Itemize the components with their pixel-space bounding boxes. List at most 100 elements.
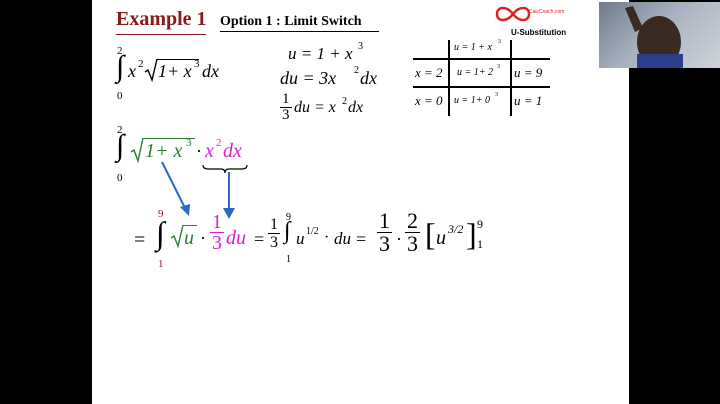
subst-line2a: du = 3x (280, 68, 337, 88)
integral2-mag-x: x (205, 140, 214, 162)
integral1-radical-icon (144, 58, 158, 82)
option-colon: : (276, 14, 281, 29)
result-radical-icon (170, 224, 184, 248)
result-sign: ∫ (156, 215, 165, 251)
option-name: Limit Switch (284, 14, 362, 29)
result-mag-fraction: 1 3 (210, 212, 224, 253)
integral1-x-exp: 2 (138, 58, 144, 70)
integral2-sign: ∫ (116, 129, 125, 162)
option-number: Option 1 (220, 14, 273, 29)
table-r2-right: u = 1 (514, 93, 543, 108)
subst-frac-den: 3 (282, 107, 290, 123)
subst-line2-exp: 2 (354, 65, 359, 76)
subst-line3a: du = x (294, 99, 336, 116)
result-root-u: u (184, 227, 194, 249)
table-r1-mid-exp: 3 (497, 64, 500, 70)
result-lower: 1 (158, 258, 164, 270)
option-underline (220, 31, 379, 32)
result-du: du (226, 227, 246, 249)
integral1-radical-bar (157, 59, 199, 60)
result-u: u (296, 229, 305, 248)
result-dot: · (200, 228, 206, 248)
integral2-mag-dx: dx (223, 140, 242, 162)
title-underline (116, 34, 206, 35)
integral1-sign: ∫ (116, 50, 125, 83)
result-radical-bar (183, 225, 197, 226)
arrow-mag-to-du-icon (223, 172, 235, 219)
brace-icon (202, 164, 248, 174)
result-upper2: 9 (286, 212, 291, 223)
result-u-exp: 1/2 (306, 226, 319, 237)
result-dot3: · (396, 229, 402, 249)
result-mag-den: 3 (212, 232, 222, 254)
result-du2: du (334, 229, 351, 248)
result-frac1-den: 3 (270, 234, 278, 251)
brand-name: CalcCoach.com (529, 9, 565, 15)
result-frac3-den: 3 (407, 231, 418, 256)
result-eval-upper: 9 (477, 217, 483, 231)
result-lower2: 1 (286, 254, 291, 265)
integral2-lower: 0 (117, 172, 123, 184)
integral2-mag-exp: 2 (216, 137, 222, 149)
table-r1-left: x = 2 (415, 65, 443, 80)
table-r2-mid: u = 1+ 0 (454, 95, 490, 106)
table-hline-2 (413, 86, 550, 88)
integral1-root-body: 1+ x (158, 61, 192, 81)
integral2-dot: · (196, 141, 202, 161)
table-r1-right: u = 9 (514, 65, 543, 80)
subst-fraction: 1 3 (280, 92, 292, 123)
table-hline-1 (413, 58, 550, 60)
table-r2-mid-exp: 3 (495, 92, 498, 98)
subst-line3b: dx (348, 99, 364, 116)
table-vline-1 (448, 40, 450, 116)
result-frac2: 1 3 (377, 210, 392, 255)
integral1-upper: 2 (117, 45, 123, 57)
result-frac1: 1 3 (268, 216, 280, 251)
subst-frac-num: 1 (280, 91, 292, 108)
result-mag-num: 1 (210, 211, 224, 233)
table-header: u = 1 + x (454, 42, 492, 53)
result-dot2: · (324, 229, 330, 246)
slide-canvas: Example 1 Option 1 : Limit Switch CalcCo… (92, 0, 629, 404)
result-bracket-u: u (436, 227, 446, 249)
integral1-dx: dx (202, 61, 219, 81)
result-eq: = (134, 229, 146, 251)
result-eq2: = (254, 229, 265, 249)
webcam-feed (599, 2, 720, 68)
result-bracket-left: [ (425, 216, 436, 252)
integral2-radical-bar (143, 138, 195, 139)
subst-line1: u = 1 + x (288, 44, 353, 63)
integral1-lower: 0 (117, 90, 123, 102)
table-vline-2 (510, 40, 512, 116)
result-frac3-num: 2 (405, 208, 420, 233)
integral2-upper: 2 (117, 124, 123, 136)
integral1-x: x (128, 61, 136, 81)
subst-line3-exp: 2 (342, 96, 347, 107)
result-eval-lower: 1 (477, 237, 483, 251)
infinity-logo-icon (495, 6, 531, 22)
result-sign2: ∫ (284, 218, 291, 244)
presenter-avatar-icon (625, 6, 683, 68)
result-frac2-num: 1 (377, 208, 392, 233)
result-bracket-exp: 3/2 (448, 222, 464, 236)
option-label: Option 1 : Limit Switch (220, 14, 362, 30)
integral2-radical-icon (130, 137, 144, 163)
brand-logo: CalcCoach.com (495, 6, 565, 26)
result-eq3: = (356, 229, 367, 249)
result-frac2-den: 3 (379, 231, 390, 256)
integral2-root-body: 1+ x (145, 140, 183, 162)
result-frac3: 2 3 (405, 210, 420, 255)
result-bracket-right: ] (466, 216, 477, 252)
subst-line1-exp: 3 (358, 41, 363, 52)
table-r2-left: x = 0 (415, 93, 443, 108)
brand-subtitle: U-Substitution (511, 28, 567, 37)
subst-line2b: dx (360, 68, 377, 88)
result-frac1-num: 1 (268, 216, 280, 234)
integral1-root-exp: 3 (194, 58, 200, 70)
table-r1-mid: u = 1+ 2 (457, 67, 493, 78)
table-header-exp: 3 (498, 39, 501, 45)
arrow-green-to-root-icon (161, 161, 190, 216)
result-upper: 9 (158, 208, 164, 220)
slide-title: Example 1 (116, 8, 207, 30)
integral2-root-exp: 3 (186, 137, 192, 149)
